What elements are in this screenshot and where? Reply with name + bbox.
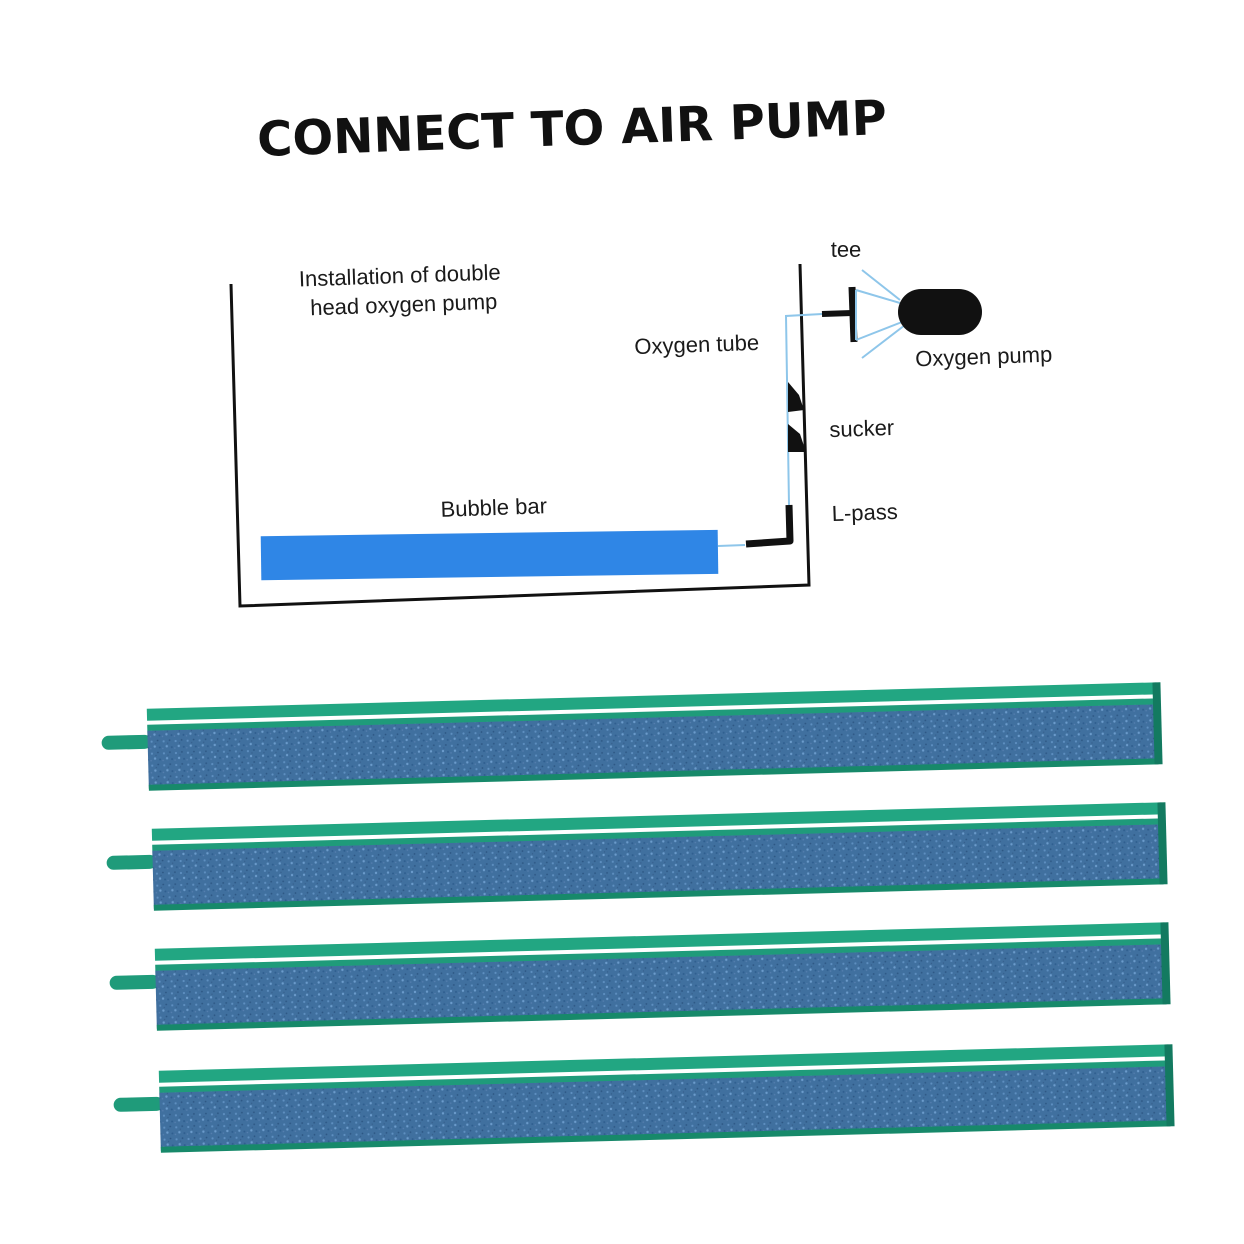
page-title: CONNECT TO AIR PUMP <box>256 90 887 168</box>
sucker-icon <box>788 382 806 452</box>
diagram-caption-line2: head oxygen pump <box>310 289 498 321</box>
air-stone-bars <box>101 682 1175 1153</box>
air-stone-bar-1 <box>101 682 1163 791</box>
air-stone-bar-4 <box>113 1044 1175 1153</box>
oxygen-tube-label: Oxygen tube <box>634 330 760 359</box>
bubble-bar-label: Bubble bar <box>440 493 547 522</box>
tank-outline <box>229 263 811 608</box>
air-stone-bar-2 <box>106 802 1168 911</box>
oxygen-pump-icon <box>898 289 982 335</box>
diagram-caption-line1: Installation of double <box>298 259 501 291</box>
pump-tubes <box>855 269 906 359</box>
installation-diagram: Installation of double head oxygen pump … <box>229 237 1053 608</box>
sucker-label: sucker <box>829 415 895 442</box>
tee-label: tee <box>831 237 862 262</box>
air-stone-bar-3 <box>109 922 1171 1031</box>
l-pass-fitting <box>745 504 794 548</box>
l-pass-label: L-pass <box>831 499 898 526</box>
bubble-bar <box>260 529 719 581</box>
oxygen-pump-label: Oxygen pump <box>915 342 1053 372</box>
tee-fitting <box>821 286 858 343</box>
